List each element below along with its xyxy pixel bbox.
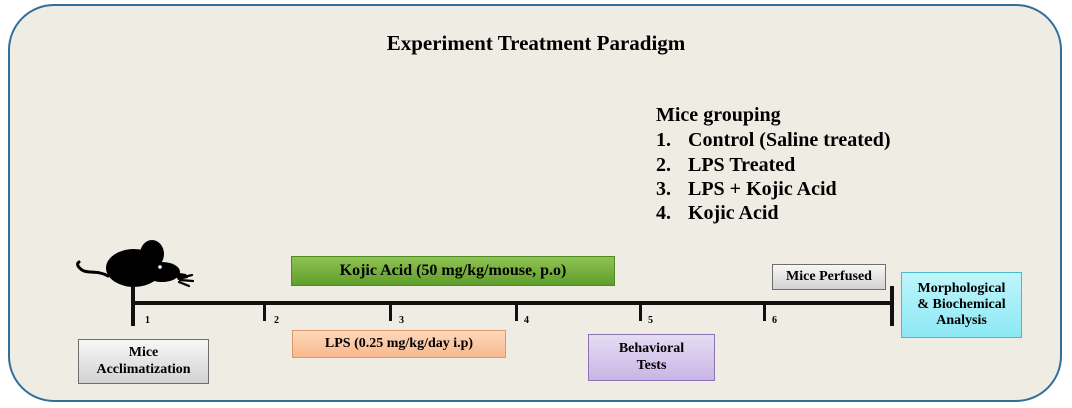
analysis-label-line2: & Biochemical	[917, 296, 1006, 312]
timeline-tick	[763, 303, 766, 321]
group-label: LPS + Kojic Acid	[688, 178, 837, 200]
mice-perfused-label: Mice Perfused	[786, 268, 872, 284]
timeline-tick-label: 4	[524, 315, 529, 326]
diagram-title: Experiment Treatment Paradigm	[386, 31, 686, 55]
analysis-label-line3: Analysis	[936, 313, 987, 329]
acclimatization-box: Mice Acclimatization	[78, 339, 209, 384]
group-item-2: 2. LPS Treated	[656, 154, 795, 177]
lps-treatment-bar: LPS (0.25 mg/kg/day i.p)	[292, 330, 506, 358]
timeline-start-cap	[131, 286, 135, 326]
timeline-tick	[639, 303, 642, 321]
group-label: LPS Treated	[688, 154, 796, 176]
group-item-3: 3. LPS + Kojic Acid	[656, 178, 837, 201]
group-number: 3.	[656, 178, 671, 200]
lps-label: LPS (0.25 mg/kg/day i.p)	[324, 335, 474, 351]
timeline-tick-label: 6	[772, 315, 777, 326]
behavioral-label-line1: Behavioral	[618, 341, 685, 357]
timeline-tick	[389, 303, 392, 321]
kojic-acid-treatment-bar: Kojic Acid (50 mg/kg/mouse, p.o)	[291, 256, 615, 286]
timeline-tick-label: 5	[648, 315, 653, 326]
analysis-box: Morphological & Biochemical Analysis	[901, 272, 1022, 338]
timeline-tick	[263, 303, 266, 321]
timeline-axis	[133, 301, 893, 305]
kojic-acid-label: Kojic Acid (50 mg/kg/mouse, p.o)	[339, 261, 567, 279]
group-number: 2.	[656, 154, 671, 176]
behavioral-label-line2: Tests	[636, 357, 667, 373]
timeline-end-cap	[890, 286, 894, 326]
group-number: 4.	[656, 202, 671, 224]
group-item-4: 4. Kojic Acid	[656, 202, 779, 225]
mice-perfused-box: Mice Perfused	[772, 264, 886, 290]
group-number: 1.	[656, 129, 671, 151]
timeline-tick	[515, 303, 518, 321]
timeline-tick-label: 3	[399, 315, 404, 326]
group-label: Control (Saline treated)	[688, 129, 891, 151]
diagram-frame	[8, 4, 1062, 402]
acclimatization-label-line2: Acclimatization	[96, 361, 191, 377]
group-label: Kojic Acid	[688, 202, 779, 224]
mouse-icon	[76, 240, 195, 288]
timeline-tick-label: 1	[145, 315, 150, 326]
timeline-tick-label: 2	[274, 315, 279, 326]
grouping-heading: Mice grouping	[656, 104, 781, 126]
behavioral-tests-box: Behavioral Tests	[588, 334, 715, 381]
analysis-label-line1: Morphological	[917, 280, 1006, 296]
acclimatization-label-line1: Mice	[128, 345, 159, 361]
group-item-1: 1. Control (Saline treated)	[656, 129, 891, 152]
